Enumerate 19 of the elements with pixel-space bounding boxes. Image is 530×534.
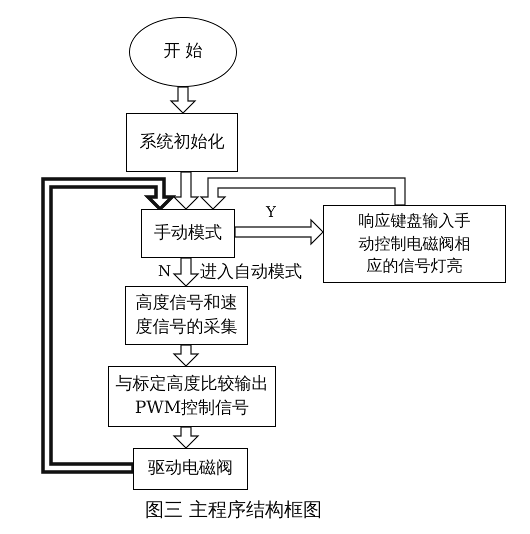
hollow-arrow	[200, 177, 406, 210]
edge-label: Y	[266, 203, 276, 221]
hollow-arrow	[172, 344, 200, 367]
process-box: 系统初始化	[126, 113, 238, 172]
decision-box: 手动模式	[141, 209, 235, 258]
caption: 图三 主程序结构框图	[145, 498, 322, 523]
hollow-arrow	[170, 86, 196, 114]
start-ellipse: 开 始	[129, 17, 237, 87]
hollow-arrow	[172, 257, 200, 287]
hollow-arrow	[234, 218, 324, 246]
process-box: 高度信号和速度信号的采集	[125, 286, 248, 345]
process-box: 与标定高度比较输出PWM控制信号	[108, 366, 276, 427]
hollow-arrow	[172, 171, 200, 210]
edge-label: N	[158, 262, 172, 280]
process-box: 驱动电磁阀	[133, 448, 248, 490]
hollow-arrow	[41, 177, 176, 474]
process-box: 响应键盘输入手动控制电磁阀相应的信号灯亮	[323, 205, 506, 283]
hollow-arrow	[172, 426, 200, 449]
note-text: 进入自动模式	[200, 261, 302, 283]
